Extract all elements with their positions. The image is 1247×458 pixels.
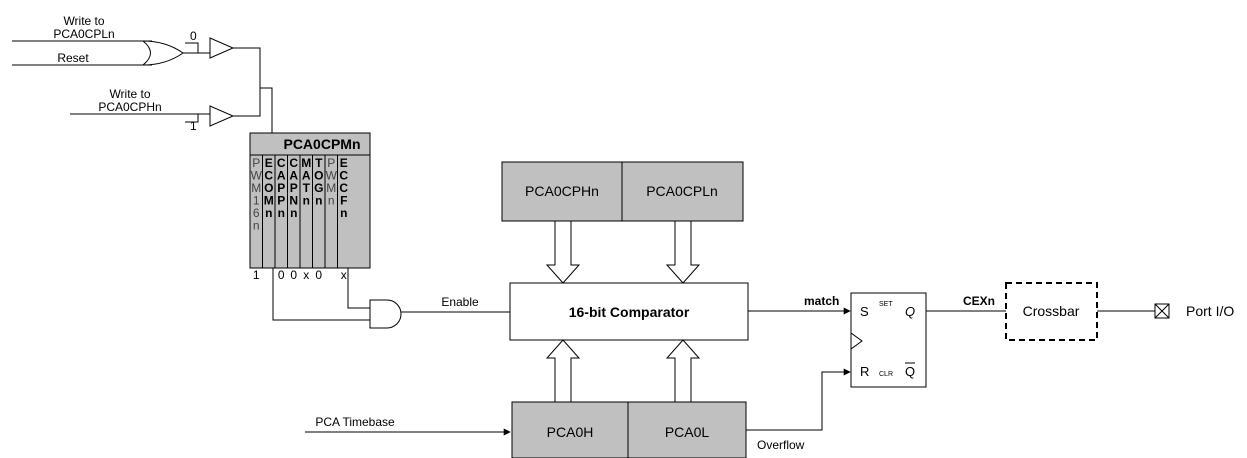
ff-clr-label: CLR: [879, 371, 893, 378]
register-bit-char: P: [277, 194, 285, 208]
register-bit-value: 0: [315, 268, 322, 282]
ff-clock-triangle: [850, 332, 863, 350]
register-bit-char: M: [326, 181, 336, 195]
ff-set-label: SET: [879, 301, 893, 308]
register-bit-char: M: [264, 194, 274, 208]
register-bit-char: W: [251, 169, 263, 183]
ecom-wire: [272, 268, 370, 321]
pca0cphn-label: PCA0CPHn: [525, 183, 599, 199]
register-bit-value: x: [303, 268, 309, 282]
register-bit-char: M: [301, 156, 311, 170]
register-bit-char: T: [315, 156, 323, 170]
register-bit-char: P: [290, 181, 298, 195]
register-bit-char: C: [339, 181, 348, 195]
register-bit-char: n: [315, 194, 322, 208]
hollow-arrow-cpln: [665, 220, 701, 284]
register-bit-char: 1: [253, 194, 260, 208]
register-bit-char: W: [326, 169, 338, 183]
const-zero-label: 0: [190, 29, 197, 43]
const-one-label: 1: [190, 119, 197, 133]
register-bit-char: A: [289, 169, 298, 183]
const-zero-wire: [185, 42, 210, 54]
register-bit-char: n: [303, 194, 310, 208]
ff-s-label: S: [860, 304, 869, 319]
overflow-wire: [746, 368, 851, 431]
crossbar-box: [1005, 282, 1098, 341]
register-bit-char: C: [264, 169, 273, 183]
reset-label: Reset: [57, 51, 89, 65]
register-bit-char: M: [251, 181, 261, 195]
or-gate: [141, 40, 184, 66]
ff-q-label: Q: [905, 304, 915, 319]
port-io-label: Port I/O: [1186, 303, 1234, 319]
write-pca0cpln-label-1: Write to: [63, 14, 104, 28]
register-bit-value: x: [341, 268, 347, 282]
comparator-label: 16-bit Comparator: [569, 304, 690, 320]
hollow-arrow-pca0h: [545, 339, 581, 403]
overflow-label: Overflow: [757, 438, 805, 452]
register-bit-char: P: [327, 156, 335, 170]
register-bit-char: O: [264, 181, 273, 195]
register-bit-char: P: [252, 156, 260, 170]
register-bit-char: A: [302, 169, 311, 183]
register-bit-char: C: [277, 156, 286, 170]
register-bit-char: O: [314, 169, 323, 183]
hollow-arrow-pca0l: [665, 339, 701, 403]
timebase-label: PCA Timebase: [315, 415, 395, 429]
pca0cpmn-title: PCA0CPMn: [283, 136, 360, 152]
register-bit-char: A: [277, 169, 286, 183]
port-pad-cross-2: [1154, 303, 1170, 319]
pca0l-register: [627, 401, 747, 458]
write-pca0cpln-label-2: PCA0CPLn: [53, 27, 114, 41]
register-bit-char: G: [314, 181, 323, 195]
ff-r-label: R: [860, 364, 869, 379]
pca0cpln-label: PCA0CPLn: [646, 183, 718, 199]
register-bit-char: n: [328, 194, 335, 208]
cexn-label: CEXn: [963, 294, 995, 308]
pca0cpln-register: [621, 161, 744, 222]
buffer-bottom-out-wire: [233, 88, 261, 117]
register-bit-char: C: [339, 169, 348, 183]
register-bit-char: n: [278, 206, 285, 220]
pca0h-register: [511, 401, 629, 458]
register-bit-char: N: [289, 194, 298, 208]
register-bit-value: 1: [253, 268, 260, 282]
register-bit-char: n: [265, 206, 272, 220]
register-bit-char: F: [340, 194, 347, 208]
and-gate: [369, 299, 402, 329]
register-bit-char: 6: [253, 206, 260, 220]
register-bit-char: n: [253, 219, 260, 233]
register-bit-char: C: [289, 156, 298, 170]
buffer-top: [209, 37, 235, 59]
ecof-wire: [347, 268, 370, 309]
register-bit-char: n: [340, 206, 347, 220]
register-bit-value: 0: [278, 268, 285, 282]
crossbar-label: Crossbar: [1023, 303, 1080, 319]
register-bit-value: 0: [290, 268, 297, 282]
write-pca0cphn-label-2: PCA0CPHn: [98, 100, 161, 114]
register-bit-char: T: [303, 181, 311, 195]
const-one-wire: [185, 113, 210, 123]
enable-label: Enable: [441, 295, 479, 309]
register-bit-char: E: [265, 156, 273, 170]
hollow-arrow-cphn: [545, 220, 581, 284]
buffer-top-out-wire: [233, 47, 261, 88]
register-bit-char: E: [340, 156, 348, 170]
ff-qbar-label: Q: [905, 364, 915, 379]
sr-flipflop: [850, 292, 927, 388]
register-bit-char: P: [277, 181, 285, 195]
buffer-bottom: [209, 105, 235, 127]
match-label: match: [804, 294, 839, 308]
pca0l-label: PCA0L: [665, 424, 710, 440]
write-pca0cphn-label-1: Write to: [109, 87, 150, 101]
register-bit-char: n: [290, 206, 297, 220]
pca0h-label: PCA0H: [547, 424, 594, 440]
